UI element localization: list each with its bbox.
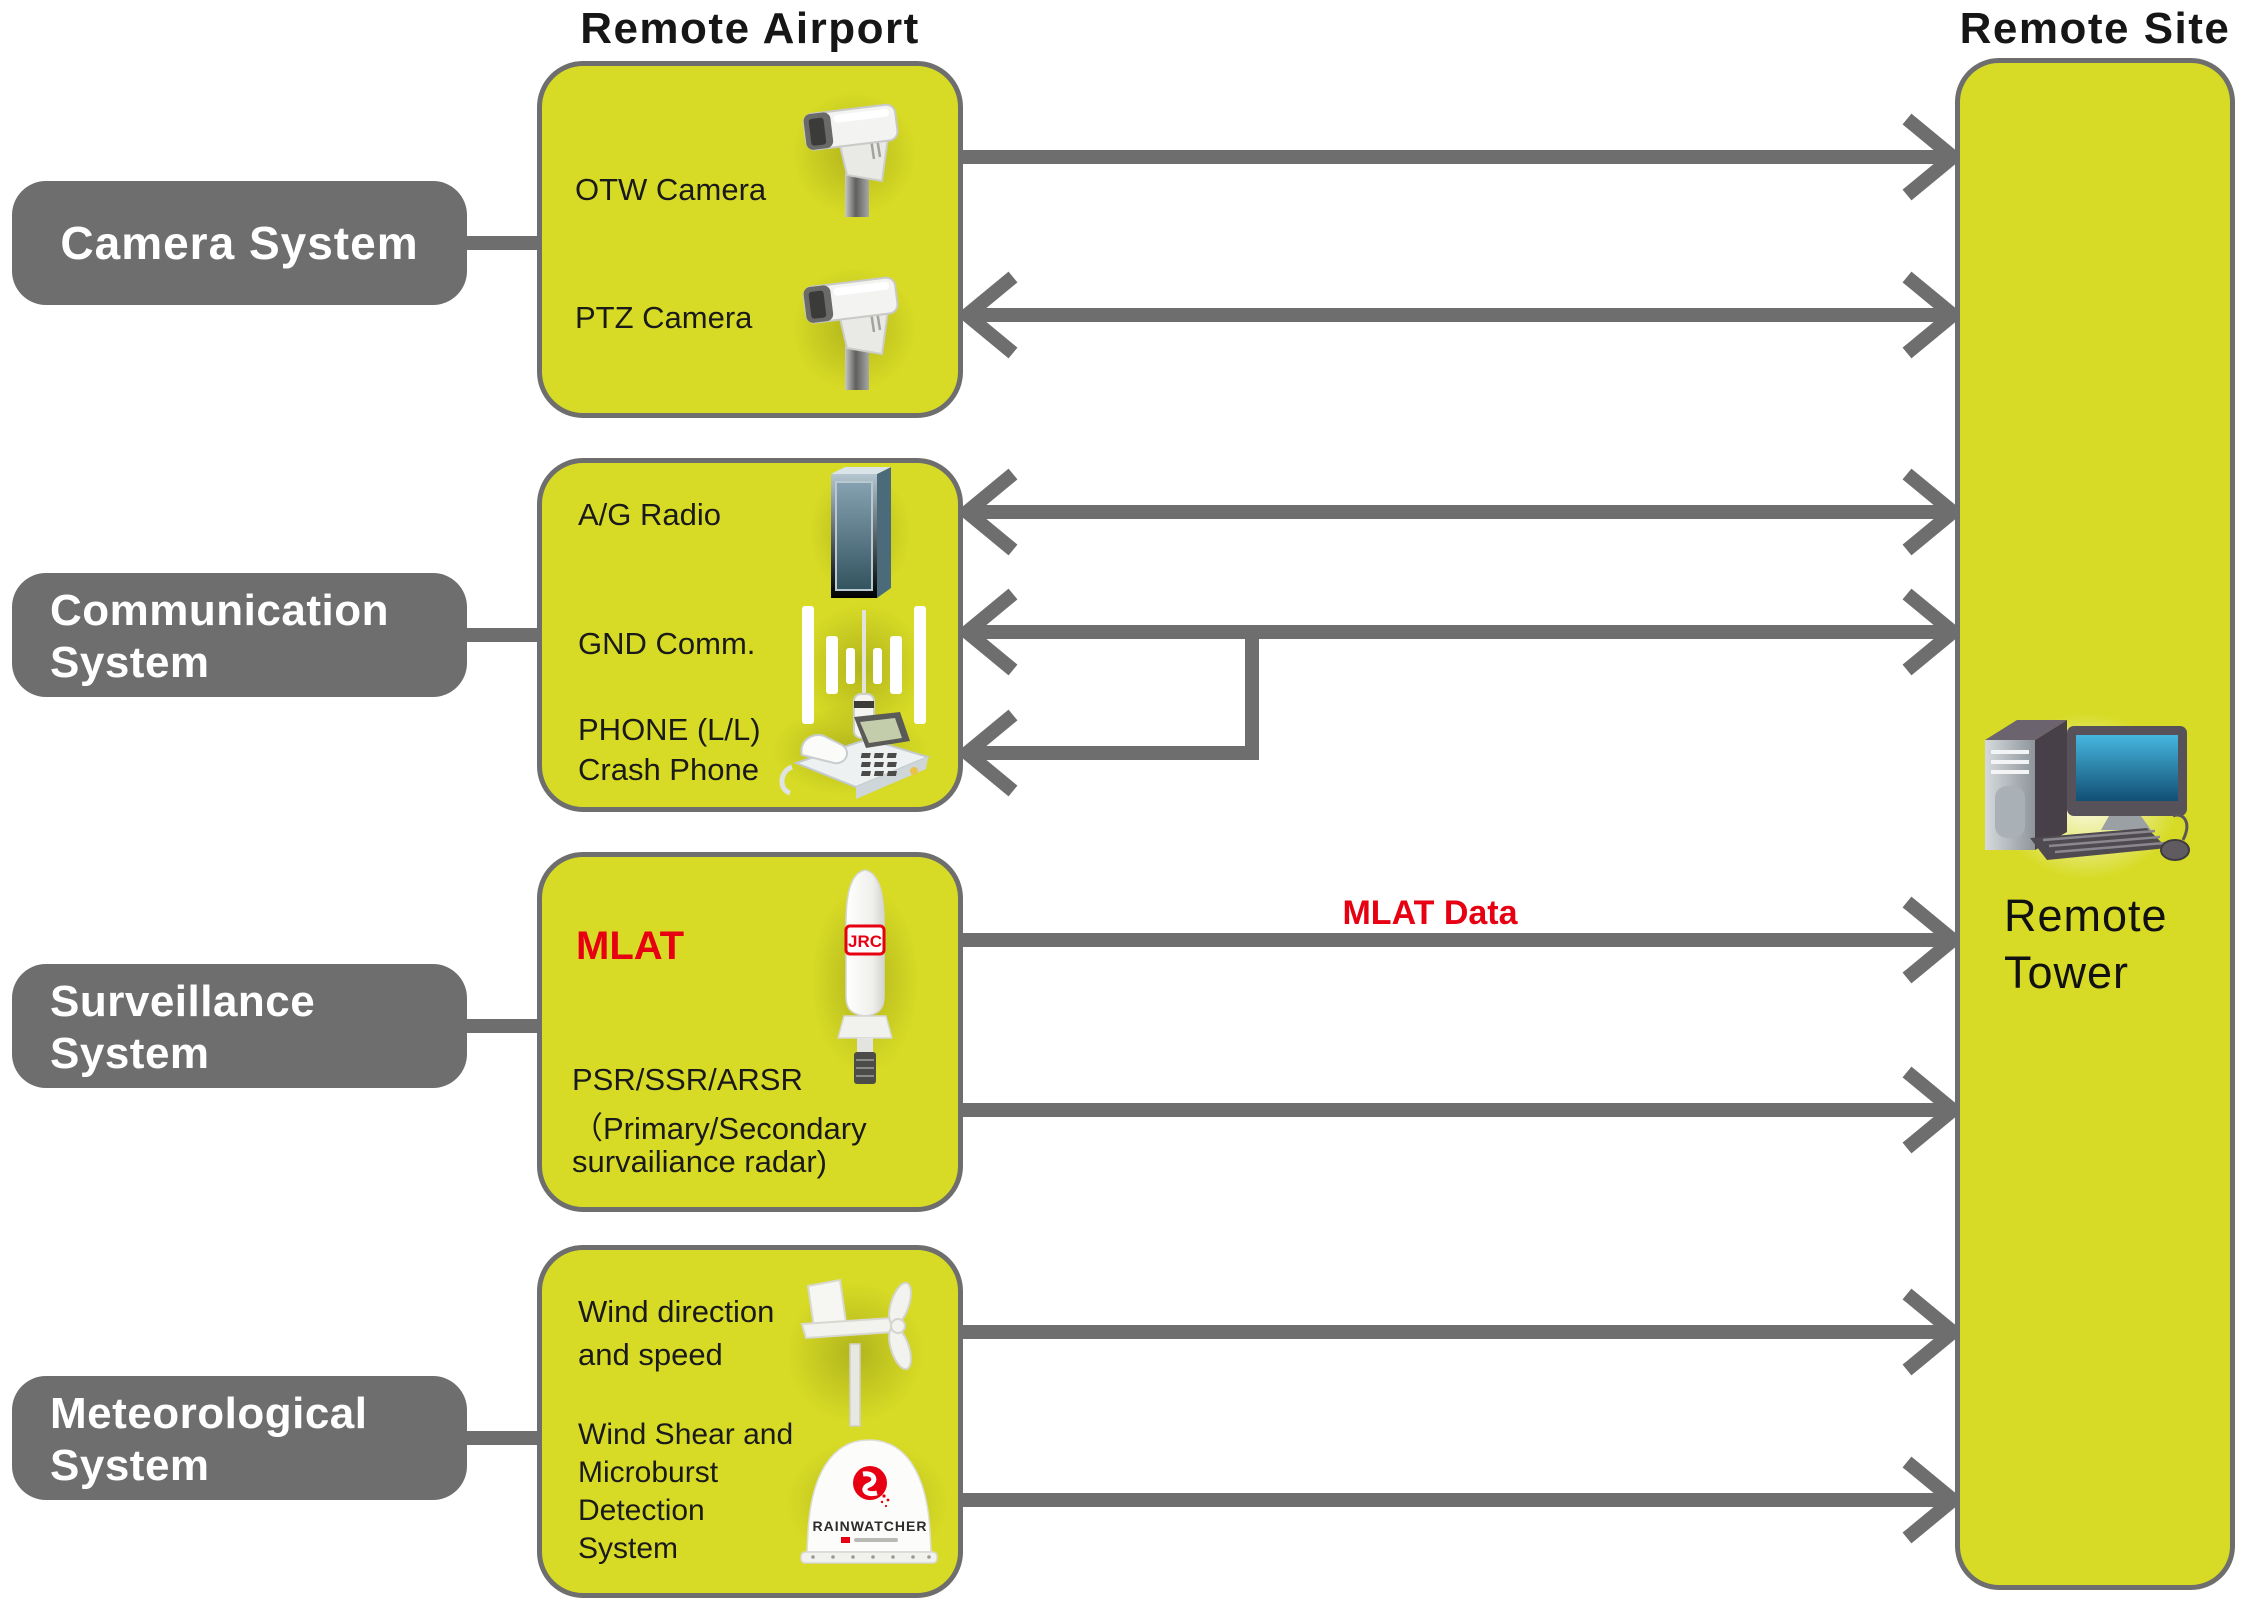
communication-label-line1: Communication <box>50 586 389 635</box>
remote-site-title: Remote Site <box>1959 4 2231 53</box>
communication-system-label: Communication System <box>12 573 467 697</box>
psr-label-line2: （Primary/Secondary <box>572 1111 867 1146</box>
wind-label-line1: Wind direction <box>578 1294 775 1329</box>
arrowhead-left-gnd <box>956 588 1018 676</box>
windshear-label-line4: System <box>578 1532 679 1565</box>
arrowhead-right-windshear <box>1902 1456 1964 1544</box>
ptz-camera-label: PTZ Camera <box>575 300 753 335</box>
remote-tower-label-line1: Remote <box>2004 890 2168 941</box>
arrowhead-right-ag <box>1902 468 1964 556</box>
wind-vane-icon <box>800 1278 912 1427</box>
windshear-label-line1: Wind Shear and <box>578 1418 794 1451</box>
remote-tower-label-line2: Tower <box>2004 947 2130 998</box>
gnd-comm-label: GND Comm. <box>578 626 756 661</box>
rainwatcher-brand-text: RAINWATCHER <box>813 1518 928 1534</box>
arrowhead-right-gnd <box>1902 588 1964 676</box>
windshear-label-line2: Microburst <box>578 1456 719 1489</box>
radome-icon: RAINWATCHER <box>800 1439 938 1564</box>
phone-label-line2: Crash Phone <box>578 752 759 787</box>
arrowhead-right-otw <box>1902 113 1964 201</box>
mlat-label: MLAT <box>576 924 685 968</box>
arrowhead-right-mlat <box>1902 896 1964 984</box>
camera-system-label: Camera System <box>12 181 467 305</box>
telephone-icon <box>779 712 931 799</box>
arrowhead-left-ptz <box>956 271 1018 359</box>
mlat-antenna-icon: JRC <box>837 869 893 1084</box>
surveillance-label-line1: Surveillance <box>50 977 316 1026</box>
arrowhead-right-wind <box>1902 1288 1964 1376</box>
phone-label-line1: PHONE (L/L) <box>578 712 761 747</box>
camera-system-label-text: Camera System <box>60 217 419 269</box>
surveillance-label-line2: System <box>50 1029 210 1078</box>
remote-airport-title: Remote Airport <box>580 4 920 53</box>
ag-radio-label: A/G Radio <box>578 497 722 532</box>
arrowhead-left-phone <box>956 709 1018 797</box>
cctv-camera-icon <box>802 103 899 217</box>
surveillance-equipment-box <box>537 852 963 1212</box>
desktop-computer-icon <box>1985 720 2190 861</box>
psr-label-line3: survailiance radar) <box>572 1144 827 1179</box>
arrowhead-right-ptz <box>1902 271 1964 359</box>
wind-label-line2: and speed <box>578 1337 723 1372</box>
meteorological-system-label: Meteorological System <box>12 1376 467 1500</box>
surveillance-system-label: Surveillance System <box>12 964 467 1088</box>
arrowhead-left-ag <box>956 468 1018 556</box>
psr-label-line1: PSR/SSR/ARSR <box>572 1062 803 1097</box>
meteorological-label-line2: System <box>50 1441 210 1490</box>
arrowhead-right-psr <box>1902 1066 1964 1154</box>
radio-cabinet-icon <box>831 467 891 598</box>
otw-camera-label: OTW Camera <box>575 172 767 207</box>
communication-label-line2: System <box>50 638 210 687</box>
windshear-label-line3: Detection <box>578 1494 705 1527</box>
jrc-brand-text: JRC <box>848 932 882 951</box>
cctv-camera-icon <box>802 276 899 390</box>
meteorological-label-line1: Meteorological <box>50 1389 368 1438</box>
mlat-data-arrow-label: MLAT Data <box>1342 894 1518 932</box>
phone-branch-line <box>975 634 1259 760</box>
